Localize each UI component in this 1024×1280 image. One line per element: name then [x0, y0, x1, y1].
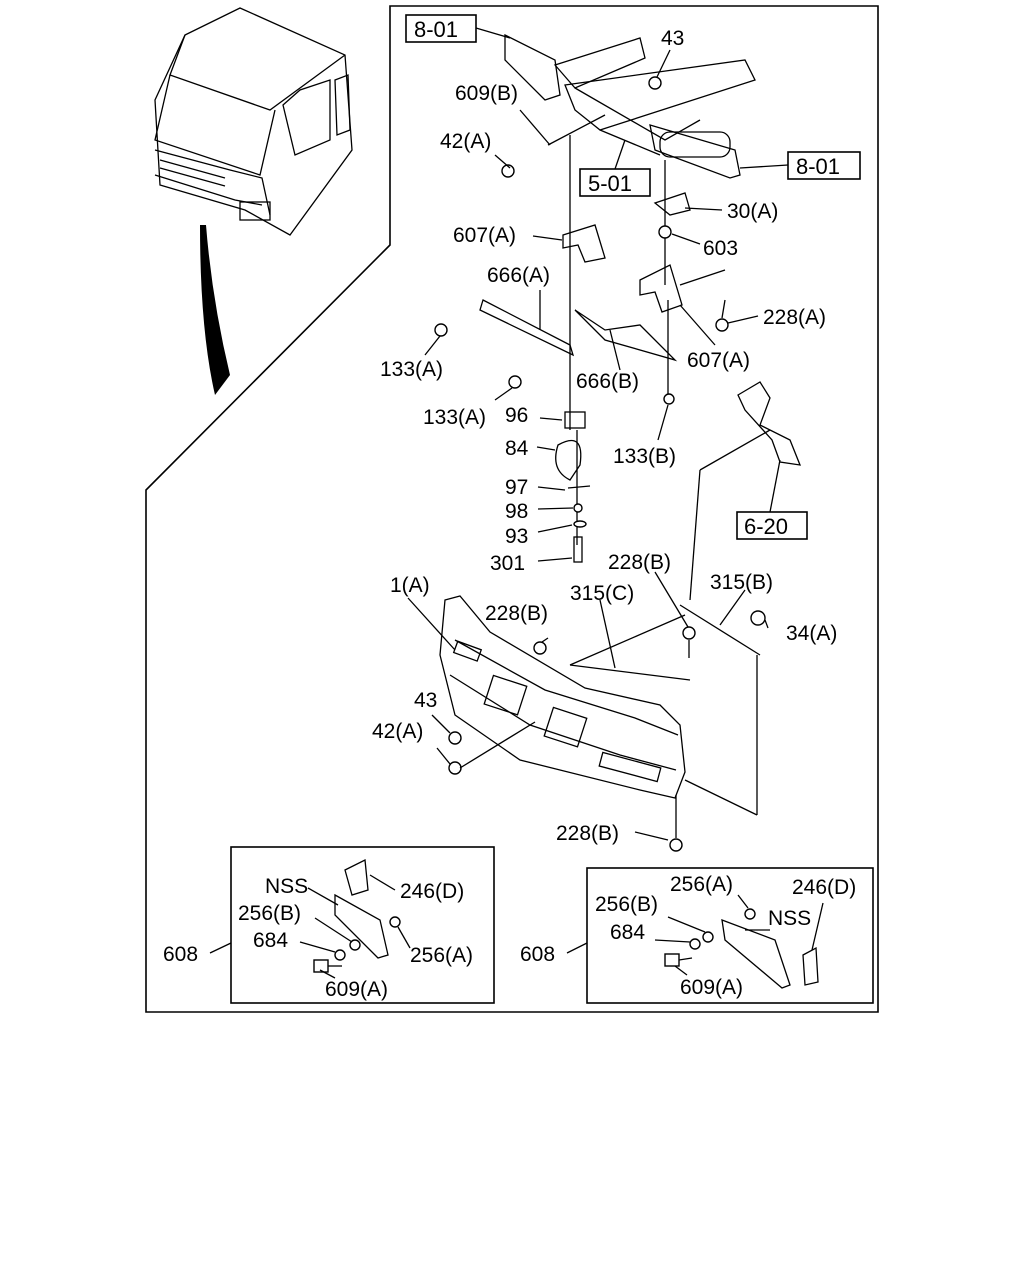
label-315b: 315(B): [710, 571, 773, 594]
label-84: 84: [505, 437, 529, 460]
inset-left-684: 684: [253, 929, 288, 952]
inset-left-608: 608: [163, 943, 198, 966]
inset-left-nss: NSS: [265, 875, 308, 898]
label-228b-mid: 228(B): [485, 602, 548, 625]
inset-left: NSS 246(D) 256(B) 684 256(A) 608 609(A): [163, 846, 495, 1004]
inset-left-246d: 246(D): [400, 880, 464, 903]
main-frame: [145, 5, 879, 1013]
stay-315c: [569, 614, 691, 681]
label-607a-right: 607(A): [687, 349, 750, 372]
inset-right-609a: 609(A): [680, 976, 743, 999]
view-arrow: [200, 225, 230, 395]
inset-left-256b: 256(B): [238, 902, 301, 925]
inset-right: 256(A) 246(D) 256(B) NSS 684 608 609(A): [520, 867, 874, 1004]
stay-315b: [679, 604, 761, 656]
inset-left-609a: 609(A): [325, 978, 388, 1001]
inset-right-256a: 256(A): [670, 873, 733, 896]
inset-right-684: 684: [610, 921, 645, 944]
bracket-30a: [653, 192, 691, 216]
bracket-6-20: [689, 381, 802, 601]
ref-5-01: 5-01: [588, 171, 632, 196]
inset-right-246d: 246(D): [792, 876, 856, 899]
inset-right-nss: NSS: [768, 907, 811, 930]
label-133a-1: 133(A): [380, 358, 443, 381]
label-301: 301: [490, 552, 525, 575]
ref-8-01-top: 8-01: [414, 17, 458, 42]
label-133a-2: 133(A): [423, 406, 486, 429]
label-133b: 133(B): [613, 445, 676, 468]
bracket-607a-left: [562, 224, 606, 263]
label-93: 93: [505, 525, 528, 548]
label-609b: 609(B): [455, 82, 518, 105]
leader-lines: [407, 49, 769, 841]
label-228b-bottom: 228(B): [556, 822, 619, 845]
label-315c: 315(C): [570, 582, 634, 605]
inset-left-256a: 256(A): [410, 944, 473, 967]
inset-right-256b: 256(B): [595, 893, 658, 916]
label-98: 98: [505, 500, 528, 523]
label-43-bottom: 43: [414, 689, 437, 712]
label-666b: 666(B): [576, 370, 639, 393]
ref-8-01-right: 8-01: [796, 154, 840, 179]
rail-666b: [574, 309, 678, 362]
label-607a-left: 607(A): [453, 224, 516, 247]
label-603: 603: [703, 237, 738, 260]
bracket-607a-right: [639, 264, 683, 313]
label-42a-bottom: 42(A): [372, 720, 423, 743]
label-30a: 30(A): [727, 200, 778, 223]
upper-frame-assembly: [501, 33, 756, 179]
label-228b-top: 228(B): [608, 551, 671, 574]
label-97: 97: [505, 476, 528, 499]
inset-right-608: 608: [520, 943, 555, 966]
label-43-top: 43: [661, 27, 684, 50]
tow-hook-assembly: [555, 411, 591, 563]
label-42a-top: 42(A): [440, 130, 491, 153]
cab-illustration: [154, 7, 353, 236]
ref-box-6-20: [736, 511, 808, 540]
label-96: 96: [505, 404, 528, 427]
label-228a: 228(A): [763, 306, 826, 329]
label-34a: 34(A): [786, 622, 837, 645]
label-1a: 1(A): [390, 574, 430, 597]
label-666a: 666(A): [487, 264, 550, 287]
front-bumper-1a: [439, 595, 686, 799]
rail-666a: [479, 299, 575, 357]
ref-6-20: 6-20: [744, 514, 788, 539]
